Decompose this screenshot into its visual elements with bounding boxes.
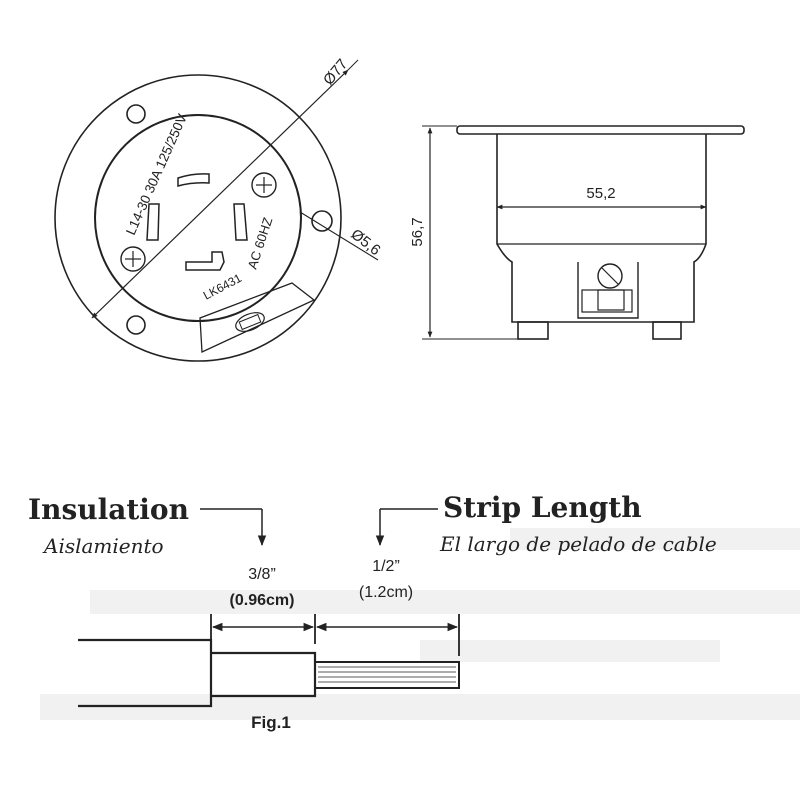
insulation-subtitle: Aislamiento [42, 534, 164, 558]
ac-frequency-label: AC 60HZ [245, 215, 276, 271]
slot-ground [185, 251, 225, 271]
cable-outer-jacket [78, 638, 213, 708]
diameter-dimension-line [91, 69, 349, 319]
height-label: 56,7 [409, 217, 426, 246]
foot-left [517, 321, 549, 340]
foot-right [652, 321, 682, 340]
slot-right [233, 203, 248, 241]
slot-top [177, 173, 210, 187]
stripped-conductor [315, 661, 460, 689]
flange-plate [456, 125, 745, 135]
hole-diameter-label: Ø5,6 [348, 226, 384, 259]
diameter-label: Ø77 [320, 56, 351, 89]
strip-dimension-inch: 1/2” [372, 558, 400, 575]
mounting-hole-bottom [126, 315, 146, 335]
side-view [422, 125, 745, 340]
model-number-label: LK6431 [201, 271, 244, 303]
insulation-dimension-cm: (0.96cm) [230, 592, 295, 609]
strip-dimension-cm: (1.2cm) [359, 584, 413, 601]
strip-length-title: Strip Length [443, 491, 642, 524]
figure-caption: Fig.1 [251, 713, 291, 732]
conductor-insulation [211, 651, 317, 698]
screw-right-icon [251, 172, 277, 198]
insulation-title: Insulation [28, 493, 189, 526]
strip-length-subtitle: El largo de pelado de cable [439, 532, 717, 556]
ghost-background [40, 528, 800, 720]
body-outline [496, 134, 707, 323]
hole-dimension-leader [299, 211, 379, 261]
screw-left-icon [120, 246, 146, 272]
rating-label: L14-30 30A 125/250V [123, 112, 190, 237]
front-view [54, 59, 379, 362]
insulation-dimension-inch: 3/8” [248, 566, 276, 583]
mounting-hole-top [126, 104, 146, 124]
width-label: 55,2 [586, 185, 615, 202]
terminal-screw-icon [577, 262, 639, 319]
